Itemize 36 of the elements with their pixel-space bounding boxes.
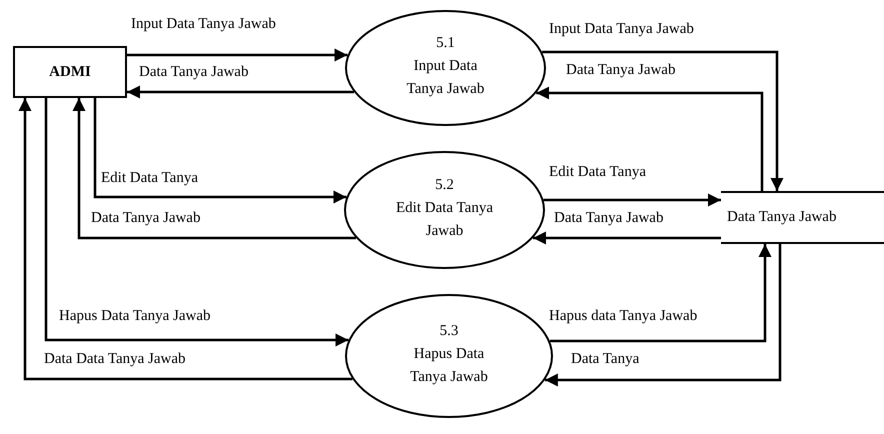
process-number: 5.1 (436, 34, 455, 52)
entity-name: ADMI (49, 62, 91, 82)
arrow (94, 98, 346, 204)
edge-label: Edit Data Tanya (548, 164, 647, 181)
arrow (44, 98, 349, 346)
edge-label: Data Tanya Jawab (138, 64, 250, 81)
edge-label: Data Tanya (570, 351, 640, 368)
arrow (72, 98, 356, 240)
data-store (721, 191, 884, 244)
arrow (127, 86, 354, 98)
process-name: Edit Data Tanya Jawab (395, 198, 494, 240)
edge-label: Data Tanya Jawab (553, 210, 664, 227)
edge-label: Input Data Tanya Jawab (548, 21, 695, 38)
edge-label: Hapus Data Tanya Jawab (58, 308, 212, 325)
arrow (542, 50, 784, 191)
arrow (532, 232, 721, 244)
process-number: 5.2 (435, 176, 454, 194)
arrow (550, 244, 772, 342)
process-ellipse (345, 10, 546, 126)
edge-label: Hapus data Tanya Jawab (548, 308, 698, 325)
arrow (127, 48, 348, 62)
process-number: 5.3 (440, 322, 458, 340)
arrow (544, 194, 721, 206)
arrow (544, 244, 782, 386)
edge-label: Data Tanya Jawab (565, 62, 676, 79)
arrow (536, 86, 764, 191)
process-name: Input Data Tanya Jawab (406, 56, 486, 98)
entity-box (13, 46, 127, 98)
edge-label: Edit Data Tanya (100, 170, 199, 187)
edge-label: Data Tanya Jawab (90, 210, 202, 227)
arrow (18, 98, 352, 380)
process-ellipse (344, 151, 545, 269)
store-name: Data Tanya Jawab (727, 208, 836, 227)
process-name: Hapus Data Tanya Jawab (409, 344, 489, 386)
edge-label: Data Data Tanya Jawab (43, 351, 187, 368)
edge-label: Input Data Tanya Jawab (130, 16, 277, 33)
